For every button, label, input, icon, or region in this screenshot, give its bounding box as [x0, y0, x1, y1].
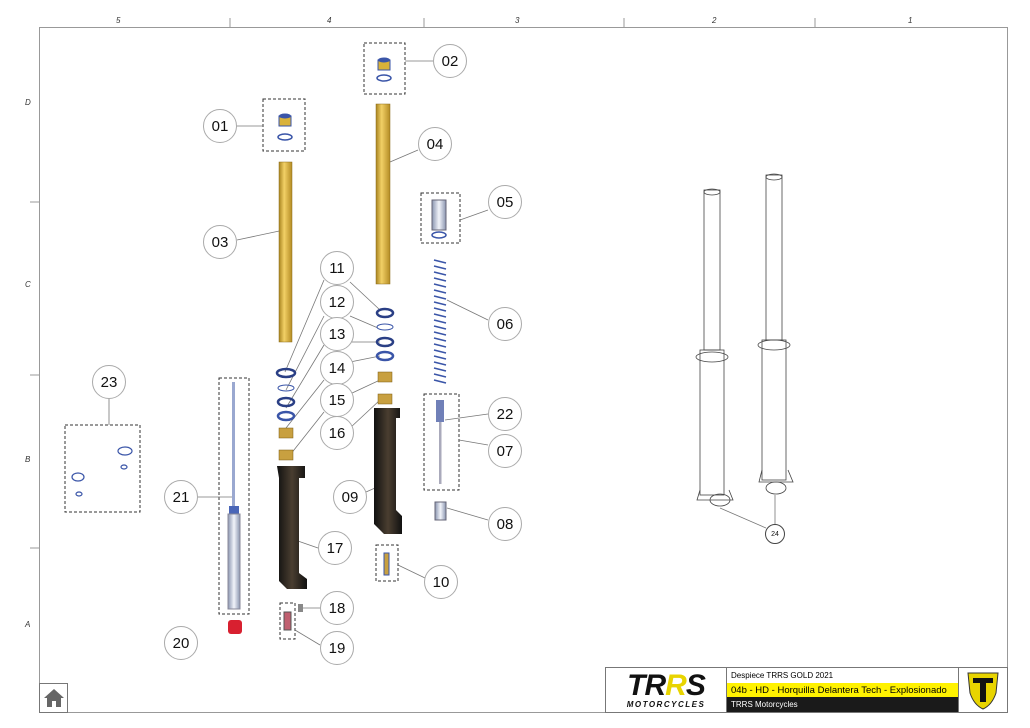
spring-06: [433, 259, 447, 384]
trrs-logo: TRRS MOTORCYCLES: [606, 668, 727, 712]
column-label: 3: [515, 16, 520, 25]
top-cap-02: [376, 57, 392, 82]
callout-11[interactable]: 11: [320, 251, 354, 285]
row-label: D: [25, 98, 31, 107]
callout-01[interactable]: 01: [203, 109, 237, 143]
column-label: 2: [712, 16, 717, 25]
lower-leg-09: [374, 408, 402, 534]
fork-tube-03: [278, 161, 293, 343]
sheet-frame: [39, 27, 1008, 713]
row-label: A: [25, 620, 31, 629]
top-cap-01: [277, 113, 293, 141]
document-subtitle: Despiece TRRS GOLD 2021: [731, 670, 834, 680]
callout-18[interactable]: 18: [320, 591, 354, 625]
callout-20[interactable]: 20: [164, 626, 198, 660]
title-block: TRRS MOTORCYCLES Despiece TRRS GOLD 2021…: [605, 667, 1008, 713]
callout-16[interactable]: 16: [320, 416, 354, 450]
assembled-fork: [695, 173, 794, 507]
callout-17[interactable]: 17: [318, 531, 352, 565]
company-name: TRRS Motorcycles: [727, 697, 958, 713]
row-label: B: [25, 455, 31, 464]
column-label: 1: [908, 16, 913, 25]
callout-02[interactable]: 02: [433, 44, 467, 78]
callout-12[interactable]: 12: [320, 285, 354, 319]
callout-24[interactable]: 24: [765, 524, 785, 544]
trrs-shield-emblem-icon: [958, 668, 1007, 712]
callout-06[interactable]: 06: [488, 307, 522, 341]
callout-22[interactable]: 22: [488, 397, 522, 431]
home-button[interactable]: [39, 683, 68, 713]
callout-14[interactable]: 14: [320, 351, 354, 385]
callout-07[interactable]: 07: [488, 434, 522, 468]
lower-leg-17: [277, 466, 307, 589]
callout-15[interactable]: 15: [320, 383, 354, 417]
callout-13[interactable]: 13: [320, 317, 354, 351]
callout-05[interactable]: 05: [488, 185, 522, 219]
callout-19[interactable]: 19: [320, 631, 354, 665]
fork-tube-04: [375, 103, 391, 285]
column-label: 5: [116, 16, 121, 25]
row-label: C: [25, 280, 31, 289]
callout-21[interactable]: 21: [164, 480, 198, 514]
document-title: 04b - HD - Horquilla Delantera Tech - Ex…: [727, 682, 958, 698]
callout-03[interactable]: 03: [203, 225, 237, 259]
home-icon: [43, 689, 64, 707]
callout-09[interactable]: 09: [333, 480, 367, 514]
callout-04[interactable]: 04: [418, 127, 452, 161]
callout-10[interactable]: 10: [424, 565, 458, 599]
column-label: 4: [327, 16, 332, 25]
callout-08[interactable]: 08: [488, 507, 522, 541]
callout-23[interactable]: 23: [92, 365, 126, 399]
